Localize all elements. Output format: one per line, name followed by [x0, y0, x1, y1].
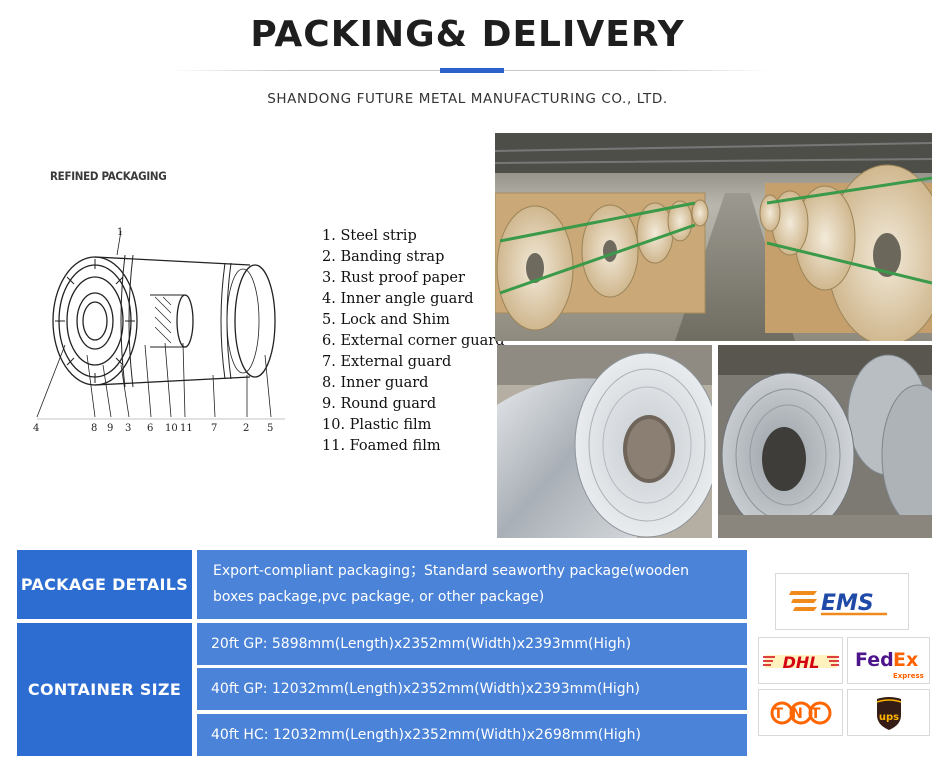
diagram-number-4: 4: [33, 423, 39, 434]
title-accent-bar: [440, 68, 504, 73]
fedex-logo: Fed Ex Express: [847, 637, 930, 684]
fedex-express-text: Express: [893, 672, 924, 680]
tnt-logo: TNT: [758, 689, 843, 736]
dhl-text: DHL: [782, 653, 819, 672]
diagram-number-11: 11: [180, 423, 193, 434]
diagram-number-5: 5: [267, 423, 273, 434]
refined-packaging-label: REFINED PACKAGING: [50, 169, 167, 183]
page-title: PACKING& DELIVERY: [250, 14, 685, 55]
legend-item: 4. Inner angle guard: [322, 291, 474, 307]
package-details-label: PACKAGE DETAILS: [17, 550, 192, 619]
dhl-logo: DHL: [758, 637, 843, 684]
legend-item: 8. Inner guard: [322, 375, 429, 391]
legend-item: 1. Steel strip: [322, 228, 417, 244]
package-details-line-2: boxes package,pvc package, or other pack…: [213, 589, 545, 605]
diagram-number-1: 1: [117, 227, 123, 238]
legend-item: 2. Banding strap: [322, 249, 445, 265]
container-size-label: CONTAINER SIZE: [17, 623, 192, 756]
legend-item: 6. External corner guard: [322, 333, 505, 349]
ups-text: ups: [878, 712, 898, 723]
ups-logo: ups: [847, 689, 930, 736]
diagram-number-10: 10: [165, 423, 178, 434]
legend-item: 11. Foamed film: [322, 438, 441, 454]
tnt-text: TNT: [773, 706, 828, 722]
ems-logo: EMS: [775, 573, 909, 630]
diagram-number-2: 2: [243, 423, 249, 434]
warehouse-coils-photo: [495, 133, 932, 341]
diagram-number-3: 3: [125, 423, 131, 434]
container-row-20ft-gp: 20ft GP: 5898mm(Length)x2352mm(Width)x23…: [197, 623, 747, 665]
coil-packaging-diagram: 1 4 8 9 3 6 10 11 7 2 5: [25, 225, 305, 435]
steel-coil-photo-left: [497, 345, 712, 538]
diagram-number-6: 6: [147, 423, 153, 434]
package-details-line-1: Export-compliant packaging；Standard seaw…: [213, 563, 689, 579]
legend-item: 5. Lock and Shim: [322, 312, 450, 328]
legend-item: 3. Rust proof paper: [322, 270, 465, 286]
fedex-fed-text: Fed: [855, 649, 894, 671]
steel-coil-photo-right: [718, 345, 932, 538]
packaging-legend: 1. Steel strip 2. Banding strap 3. Rust …: [322, 226, 505, 457]
legend-item: 7. External guard: [322, 354, 452, 370]
legend-item: 9. Round guard: [322, 396, 437, 412]
company-name: SHANDONG FUTURE METAL MANUFACTURING CO.,…: [267, 91, 668, 107]
fedex-ex-text: Ex: [893, 649, 918, 671]
diagram-number-7: 7: [211, 423, 217, 434]
legend-item: 10. Plastic film: [322, 417, 432, 433]
package-details-value: Export-compliant packaging；Standard seaw…: [197, 550, 747, 619]
ems-text: EMS: [821, 591, 874, 616]
container-row-40ft-hc: 40ft HC: 12032mm(Length)x2352mm(Width)x2…: [197, 714, 747, 756]
container-row-40ft-gp: 40ft GP: 12032mm(Length)x2352mm(Width)x2…: [197, 668, 747, 710]
diagram-number-9: 9: [107, 423, 113, 434]
diagram-number-8: 8: [91, 423, 97, 434]
